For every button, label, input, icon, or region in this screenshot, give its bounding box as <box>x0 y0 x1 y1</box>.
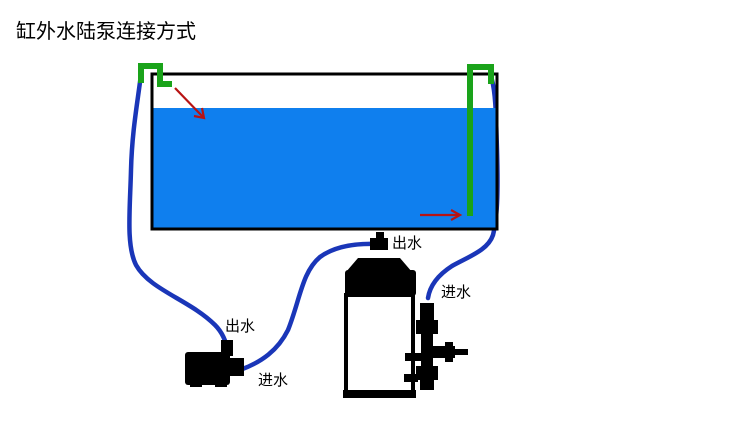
filter-base <box>343 390 416 398</box>
pump-inlet <box>228 358 244 376</box>
hose-pump-to-filter <box>237 241 381 373</box>
filter-inlet-valve-lower <box>416 366 438 380</box>
tank-water <box>152 108 497 229</box>
inlet-pipe-left <box>138 63 172 87</box>
water-pump <box>185 340 244 387</box>
filter-outlet-nozzle <box>370 238 388 250</box>
intake-pipe-right <box>467 64 494 216</box>
tank-outline <box>150 72 499 231</box>
filter-outlet-label: 出水 <box>392 234 422 252</box>
flow-arrow-to-intake-head <box>450 209 463 221</box>
hose-tank-to-pump <box>127 71 231 355</box>
flow-arrow-into-tank-head <box>193 107 206 120</box>
pump-outlet-label: 出水 <box>225 317 255 335</box>
flow-arrow-into-tank <box>174 87 204 118</box>
filter-head <box>345 270 416 296</box>
diagram-title: 缸外水陆泵连接方式 <box>16 19 196 43</box>
filter-body <box>344 293 415 394</box>
canister-filter <box>343 232 468 398</box>
pump-inlet-label: 进水 <box>258 371 288 389</box>
filter-inlet-valve-upper <box>420 303 434 323</box>
filter-lid <box>346 258 412 272</box>
filter-inlet-label: 进水 <box>441 283 471 301</box>
pipes <box>138 63 494 216</box>
pump-body <box>185 352 230 385</box>
tank <box>150 72 499 231</box>
